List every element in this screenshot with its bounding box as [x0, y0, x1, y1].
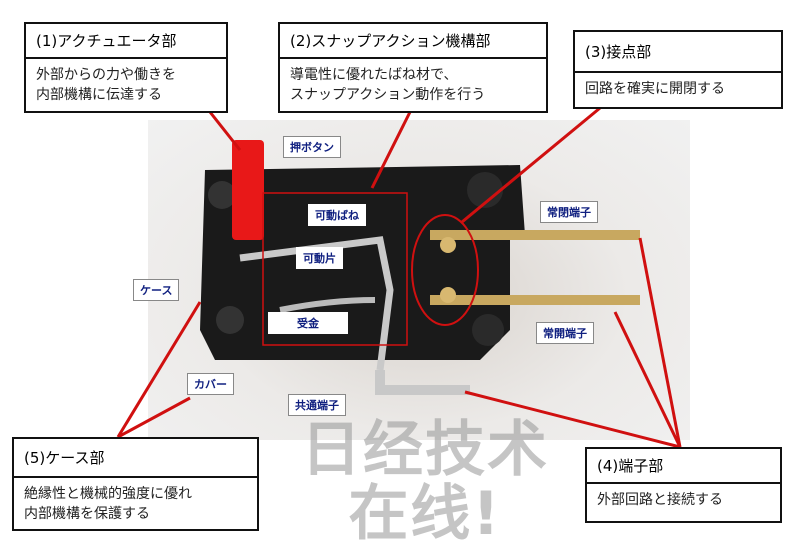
- mechanism-frame: [262, 192, 408, 346]
- label-no-terminal: 常開端子: [536, 322, 594, 344]
- no-terminal-metal: [430, 295, 640, 305]
- callout-desc: 内部機構を保護する: [24, 506, 150, 522]
- common-terminal-metal: [375, 370, 470, 395]
- callout-contact: (3)接点部 回路を確実に開閉する: [573, 30, 783, 109]
- label-cover: カバー: [187, 373, 234, 395]
- watermark: 日经技术在线!: [301, 415, 549, 549]
- callout-desc: 導電性に優れたばね材で、: [290, 67, 458, 83]
- nc-terminal-metal: [430, 230, 640, 240]
- callout-desc: 内部機構に伝達する: [36, 87, 162, 103]
- label-nc-terminal: 常閉端子: [540, 201, 598, 223]
- callout-desc: 外部回路と接続する: [597, 492, 723, 508]
- callout-title: (5)ケース部: [14, 439, 257, 478]
- callout-desc: 回路を確実に開閉する: [585, 81, 725, 97]
- contact-highlight: [411, 214, 479, 326]
- label-case: ケース: [133, 279, 180, 301]
- callout-case: (5)ケース部 絶縁性と機械的強度に優れ内部機構を保護する: [12, 437, 259, 531]
- callout-title: (1)アクチュエータ部: [26, 24, 226, 59]
- callout-actuator: (1)アクチュエータ部 外部からの力や働きを内部機構に伝達する: [24, 22, 228, 113]
- leader-lines: [116, 106, 682, 449]
- callout-desc: 外部からの力や働きを: [36, 67, 176, 83]
- callout-snap-action: (2)スナップアクション機構部 導電性に優れたばね材で、スナップアクション動作を…: [278, 22, 548, 113]
- label-push-button: 押ボタン: [283, 136, 341, 158]
- label-receiver: 受金: [268, 312, 348, 334]
- label-movable-spring: 可動ばね: [308, 204, 366, 226]
- actuator-button: [232, 140, 264, 240]
- callout-title: (3)接点部: [575, 32, 781, 73]
- callout-desc: 絶縁性と機械的強度に優れ: [24, 486, 192, 502]
- label-common-terminal: 共通端子: [288, 394, 346, 416]
- callout-title: (2)スナップアクション機構部: [280, 24, 546, 59]
- callout-desc: スナップアクション動作を行う: [290, 87, 486, 103]
- callout-title: (4)端子部: [587, 449, 780, 484]
- callout-terminal: (4)端子部 外部回路と接続する: [585, 447, 782, 523]
- label-movable-piece: 可動片: [296, 247, 343, 269]
